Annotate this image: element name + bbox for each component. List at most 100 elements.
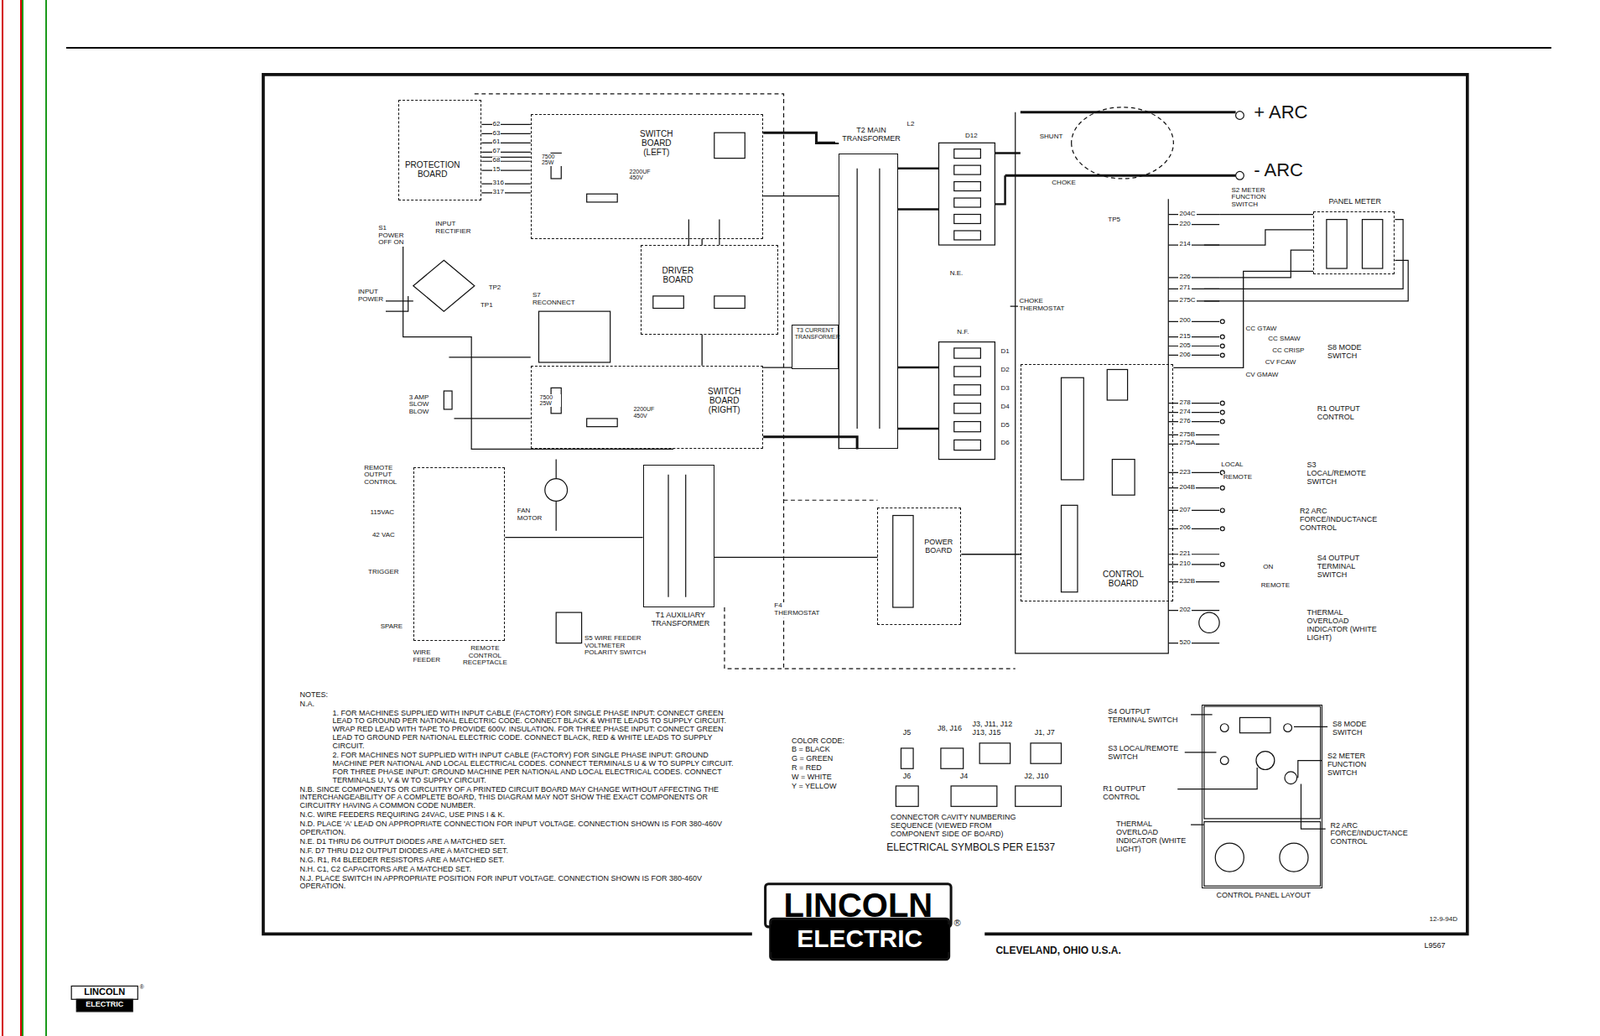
diagram-label: R2 ARC FORCE/INDUCTANCE CONTROL [1298,507,1381,533]
diagram-label: 12-9-94D [1428,915,1459,924]
component-name: SWITCH BOARD (RIGHT) [694,386,754,415]
wire-connector [714,556,878,558]
terminal-symbol [1236,111,1245,120]
terminal-symbol [1199,612,1220,633]
wire-connector [961,553,1020,555]
diagram-label: S8 MODE SWITCH [1331,720,1395,738]
diagram-label: SHUNT [1038,133,1065,141]
note-text: N.A. [299,700,738,709]
page-rule [21,0,24,1036]
control-lead [1015,112,1169,654]
component-symbol [1239,716,1271,733]
note-text: N.F. D7 THRU D12 OUTPUT DIODES ARE A MAT… [299,846,738,856]
diagram-label: N.F. [955,328,970,337]
wire [1168,244,1220,245]
component-symbol [1030,742,1062,764]
terminal-symbol [1220,508,1225,513]
transformer-winding [857,168,880,429]
diagram-label: REMOTE [1260,581,1291,590]
diagram-label: N.E. [949,270,965,278]
diagram-label: R1 OUTPUT CONTROL [1101,784,1176,802]
component-box: REMOTE CONTROL RECEPTACLE [413,467,506,641]
component-symbol [954,366,982,377]
component-symbol [954,197,982,208]
component-symbol [893,515,914,608]
component-symbol [954,403,982,414]
diagram-label: CLEVELAND, OHIO U.S.A. [994,945,1122,956]
diagram-label: 2200UF 450V [628,168,658,182]
component-symbol [1204,706,1321,819]
component-symbol [954,439,982,450]
component-name: T1 AUXILIARY TRANSFORMER [641,611,719,629]
diagram-label: 520 [1178,638,1191,647]
shunt-outline [1071,107,1175,179]
component-symbol [1015,785,1062,806]
wire [1168,276,1220,278]
component-symbol [954,348,982,359]
terminal-symbol [1220,410,1225,415]
diagram-label: 275B [1178,431,1196,439]
component-box: DRIVER BOARD [640,244,779,335]
diagram-label: J1, J7 [1033,728,1056,738]
logo-text: LINCOLN [71,986,138,997]
diagram-label: S3 LOCAL/REMOTE SWITCH [1106,744,1181,762]
diagram-label: D1 [1000,348,1011,356]
output-lead [994,153,1020,205]
diagram-label: S3 LOCAL/REMOTE SWITCH [1306,461,1378,487]
color-code-text: G = GREEN [790,754,868,764]
component-symbol [954,384,982,395]
terminal-symbol [1220,526,1225,531]
diagram-label: R1 OUTPUT CONTROL [1316,405,1370,422]
wire [1168,642,1220,644]
diagram-label: LOCAL [1220,461,1244,469]
logo-text: ELECTRIC [770,924,950,952]
diagram-label: REMOTE [1222,473,1253,482]
component-symbol [940,748,964,769]
color-code-block: COLOR CODE:B = BLACKG = GREENR = REDW = … [790,737,868,792]
wire [1168,528,1220,530]
diagram-label: 275C [1178,296,1196,305]
component-symbol [1204,821,1321,887]
wire-connector [701,334,703,366]
component-symbol [954,421,982,432]
diagram-label: TP1 [479,301,494,310]
component-box: T3 CURRENT TRANSFORMER [791,324,839,370]
wire [1168,354,1220,356]
wire [1168,288,1220,290]
diagram-label: ON [1262,563,1274,572]
diagram-label: S8 MODE SWITCH [1326,343,1370,361]
wire-connector [701,238,703,245]
color-code-text: B = BLACK [790,745,868,754]
wire [1168,345,1220,347]
note-text: N.D. PLACE 'A' LEAD ON APPROPRIATE CONNE… [299,820,738,837]
diagram-label: TRIGGER [367,568,400,577]
rectifier-symbol [413,259,475,312]
component-symbol [653,296,685,309]
component-box: PROTECTION BOARD [398,99,483,200]
component-name: REMOTE CONTROL RECEPTACLE [457,644,514,667]
diagram-label: S7 RECONNECT [531,291,579,307]
diagram-label: CONNECTOR CAVITY NUMBERING SEQUENCE (VIE… [889,813,1044,839]
component-symbol [443,390,452,410]
diagram-label: ® [953,917,962,928]
wire [481,161,530,162]
diagram-label: D12 [964,132,979,141]
terminal-symbol [1220,485,1225,490]
input-lead [403,244,473,363]
component-name: CONTROL PANEL LAYOUT [1215,891,1313,900]
wire [481,182,530,184]
diagram-label: 63 [492,129,502,138]
diagram-label: 205 [1178,342,1191,350]
diagram-label: 2200UF 450V [632,405,661,419]
diagram-label: SPARE [379,623,405,631]
page-rule [1,0,4,1036]
diagram-label: D5 [1000,421,1011,430]
diagram-label: 3 AMP SLOW BLOW [408,394,440,416]
diagram-label: 271 [1178,284,1191,292]
diagram-label: 68 [492,156,502,165]
diagram-label: THERMAL OVERLOAD INDICATOR (WHITE LIGHT) [1306,608,1383,643]
diagram-label: 67 [492,147,502,156]
wire [1168,509,1220,511]
wire-connector [481,156,530,158]
wire [1168,553,1220,555]
